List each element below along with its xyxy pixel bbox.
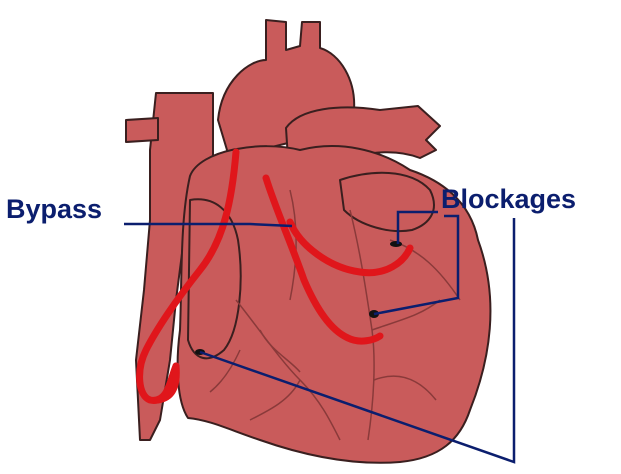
blockages-label: Blockages	[441, 186, 576, 213]
bypass-label: Bypass	[6, 196, 102, 223]
left-stub-vessel	[126, 118, 158, 142]
blockage-marker	[390, 241, 402, 247]
heart-illustration	[126, 20, 490, 463]
